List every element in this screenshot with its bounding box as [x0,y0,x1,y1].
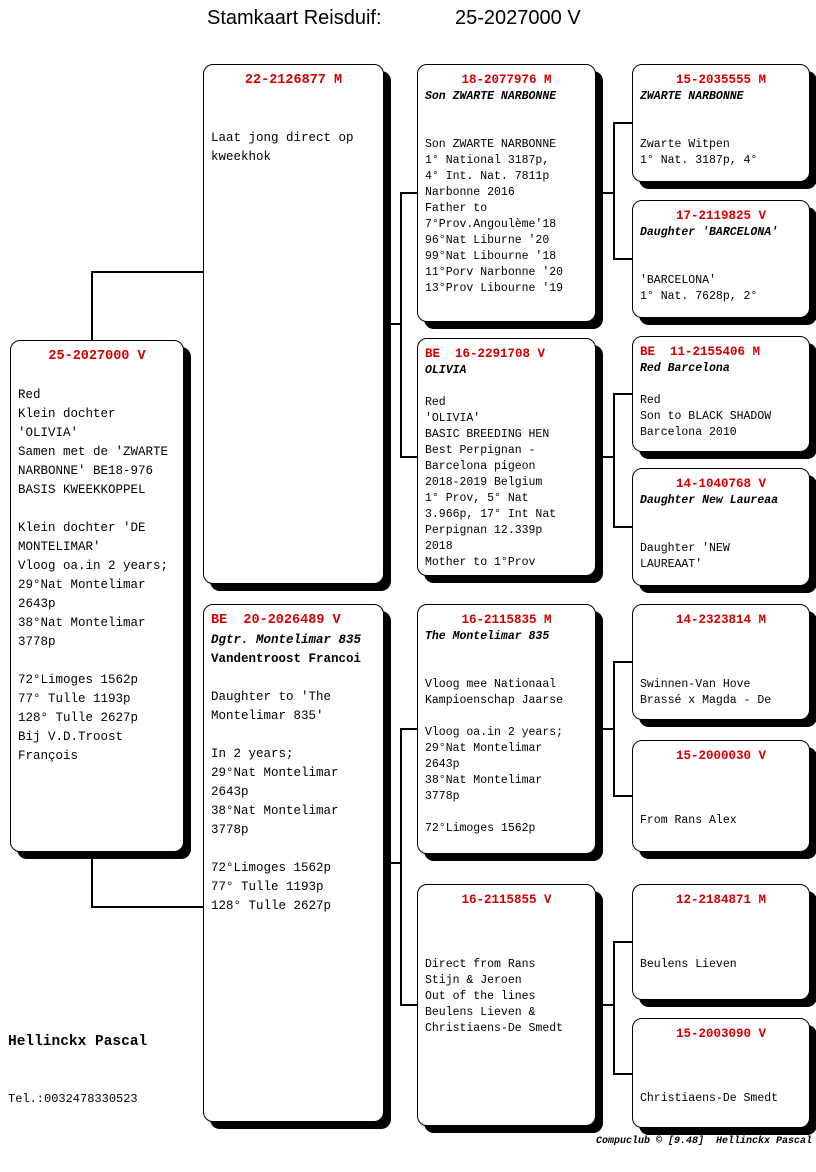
ring-number: 16-2115855 V [461,893,552,907]
page-title: Stamkaart Reisduif: [207,7,382,29]
connector-line [384,862,401,864]
pigeon-box-grandmother-1: BE 16-2291708 V OLIVIA Red 'OLIVIA' BASI… [417,338,596,576]
connector-line [613,661,615,797]
pigeon-box-ggp-7: 12-2184871 M Beulens Lieven [632,884,810,1000]
pigeon-name: Daughter 'BARCELONA' [640,226,779,239]
pigeon-description: Vloog mee Nationaal Kampioenschap Jaarse… [425,678,564,835]
pigeon-box-ggp-3: BE 11-2155406 M Red Barcelona Red Son to… [632,336,810,452]
connector-line [613,393,632,395]
connector-line [400,728,417,730]
pigeon-name: Red Barcelona [640,362,730,375]
pigeon-box-ggp-4: 14-1040768 V Daughter New Laureaa Daught… [632,468,810,586]
connector-line [613,941,615,1075]
pigeon-description: Christiaens-De Smedt [640,1092,779,1105]
connector-line [400,1004,417,1006]
connector-line [613,661,632,663]
connector-line [613,393,615,528]
pigeon-description: Swinnen-Van Hove Brassé x Magda - De [640,678,772,707]
ring-number: BE 16-2291708 V [425,347,546,361]
ring-number: 17-2119825 V [675,209,766,223]
connector-line [595,728,614,730]
connector-line [613,258,632,260]
ring-number: 12-2184871 M [675,893,766,907]
ring-number: 14-2323814 M [675,613,766,627]
pigeon-description: Laat jong direct op kweekhok [211,131,354,164]
connector-line [613,122,632,124]
pigeon-box-mother: BE 20-2026489 V Dgtr. Montelimar 835 Van… [203,604,384,1122]
pigeon-box-grandfather-2: 16-2115835 M The Montelimar 835 Vloog me… [417,604,596,854]
pigeon-description: Direct from Rans Stijn & Jeroen Out of t… [425,958,564,1035]
connector-line [613,795,632,797]
connector-line [613,941,632,943]
pigeon-box-ggp-8: 15-2003090 V Christiaens-De Smedt [632,1018,810,1128]
ring-number: 22-2126877 M [244,73,343,88]
pigeon-name: Dgtr. Montelimar 835 [211,633,362,647]
connector-line [400,456,417,458]
connector-line [400,192,417,194]
title-ring-number: 25-2027000 V [455,7,581,29]
ring-number: 14-1040768 V [675,477,766,491]
pigeon-description: Daughter to 'The Montelimar 835' In 2 ye… [211,690,339,913]
pigeon-description: From Rans Alex [640,814,737,827]
pigeon-box-grandmother-2: 16-2115855 V Direct from Rans Stijn & Je… [417,884,596,1126]
ring-number: BE 11-2155406 M [640,345,761,359]
owner-phone: Tel.:0032478330523 [8,1092,138,1106]
ring-number: 18-2077976 M [461,73,552,87]
connector-line [613,1073,632,1075]
breeder-name: Vandentroost Francoi [211,652,362,666]
pigeon-description: Son ZWARTE NARBONNE 1° National 3187p, 4… [425,138,564,295]
pigeon-description: Red 'OLIVIA' BASIC BREEDING HEN Best Per… [425,396,557,569]
pigeon-box-ggp-1: 15-2035555 M ZWARTE NARBONNE Zwarte Witp… [632,64,810,182]
pigeon-description: Red Klein dochter 'OLIVIA' Samen met de … [18,388,169,763]
pigeon-box-father: 22-2126877 M Laat jong direct op kweekho… [203,64,384,584]
ring-number: 15-2000030 V [675,749,766,763]
connector-line [400,192,402,458]
connector-line [613,122,615,260]
pigeon-box-grandfather-1: 18-2077976 M Son ZWARTE NARBONNE Son ZWA… [417,64,596,322]
ring-number: 15-2035555 M [675,73,766,87]
connector-line [613,526,632,528]
pigeon-description: Zwarte Witpen 1° Nat. 3187p, 4° [640,138,758,167]
pigeon-name: Daughter New Laureaa [640,494,779,507]
pigeon-name: OLIVIA [425,364,467,377]
pigeon-name: ZWARTE NARBONNE [640,90,744,103]
connector-line [595,192,614,194]
connector-line [384,323,401,325]
footer-credit: Compuclub © [9.48] Hellinckx Pascal [595,1136,812,1147]
ring-number: 16-2115835 M [461,613,552,627]
pigeon-box-subject: 25-2027000 V Red Klein dochter 'OLIVIA' … [10,340,184,852]
pigeon-box-ggp-2: 17-2119825 V Daughter 'BARCELONA' 'BARCE… [632,200,810,318]
pigeon-description: 'BARCELONA' 1° Nat. 7628p, 2° [640,274,758,303]
connector-line [595,1004,614,1006]
connector-line [595,456,614,458]
pigeon-box-ggp-6: 15-2000030 V From Rans Alex [632,740,810,852]
connector-line [91,906,203,908]
ring-number: 25-2027000 V [48,349,146,364]
owner-name: Hellinckx Pascal [8,1034,148,1050]
connector-line [91,271,203,273]
ring-number: 15-2003090 V [675,1027,766,1041]
pigeon-name: The Montelimar 835 [425,630,550,643]
pigeon-name: Son ZWARTE NARBONNE [425,90,557,103]
connector-line [400,728,402,1006]
ring-number: BE 20-2026489 V [211,613,341,628]
pigeon-description: Beulens Lieven [640,958,737,971]
pigeon-description: Red Son to BLACK SHADOW Barcelona 2010 [640,394,772,439]
pigeon-description: Daughter 'NEW LAUREAAT' [640,542,730,571]
pigeon-box-ggp-5: 14-2323814 M Swinnen-Van Hove Brassé x M… [632,604,810,720]
